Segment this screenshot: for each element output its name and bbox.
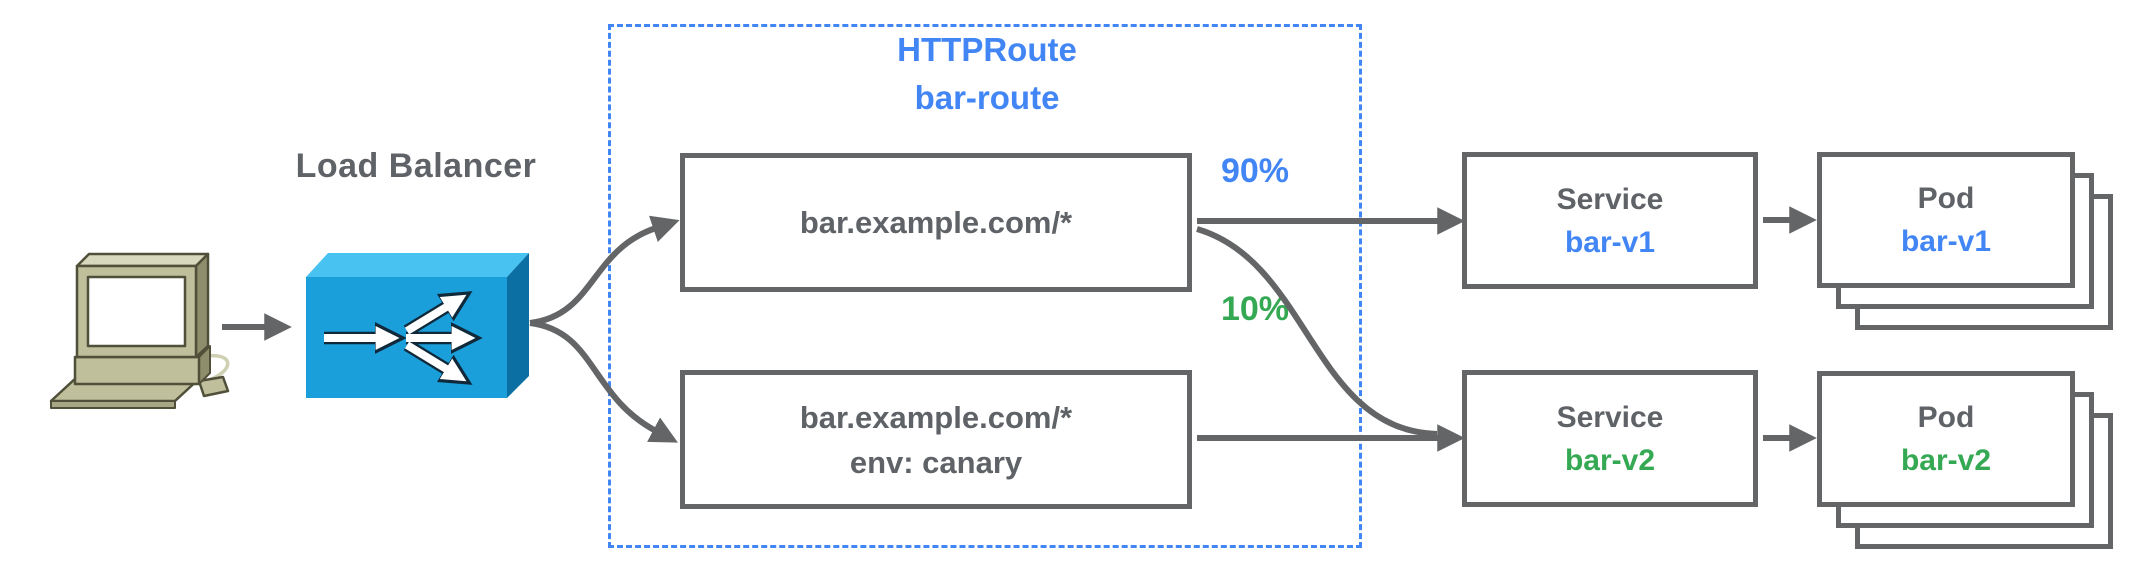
pod-2-name-label: bar-v2 bbox=[1900, 444, 1992, 477]
pod-1-kind-label: Pod bbox=[1917, 182, 1975, 215]
service-box-bar-v1: Service bar-v1 bbox=[1462, 152, 1758, 289]
service-2-name-label: bar-v2 bbox=[1564, 443, 1656, 477]
pod-stack-bar-v2: Pod bar-v2 bbox=[1817, 371, 2113, 549]
pod-1-name-label: bar-v1 bbox=[1900, 225, 1992, 258]
lb-fanout-arrows-icon bbox=[324, 294, 476, 382]
route-rule-1-match: bar.example.com/* bbox=[799, 205, 1073, 240]
desktop-computer-icon bbox=[49, 252, 230, 409]
httproute-kind-label: HTTPRoute bbox=[897, 31, 1077, 68]
httproute-group-title: HTTPRoute bar-route bbox=[790, 26, 1184, 122]
service-box-bar-v2: Service bar-v2 bbox=[1462, 370, 1758, 507]
route-rule-box-2: bar.example.com/* env: canary bbox=[680, 370, 1192, 509]
route-rule-box-1: bar.example.com/* bbox=[680, 153, 1192, 292]
pod-stack-bar-v1: Pod bar-v1 bbox=[1817, 152, 2113, 330]
route-rule-2-match: bar.example.com/* bbox=[799, 399, 1073, 435]
service-1-name-label: bar-v1 bbox=[1564, 225, 1656, 259]
service-2-kind-label: Service bbox=[1556, 400, 1664, 434]
lb-arrow-shadows bbox=[324, 291, 483, 385]
pod-2-kind-label: Pod bbox=[1917, 401, 1975, 434]
pod-box-bar-v1: Pod bar-v1 bbox=[1817, 152, 2075, 288]
service-1-kind-label: Service bbox=[1556, 182, 1664, 216]
weight-label-90: 90% bbox=[1220, 152, 1290, 190]
weight-label-10: 10% bbox=[1220, 290, 1290, 328]
httproute-name-label: bar-route bbox=[914, 79, 1060, 116]
load-balancer-label: Load Balancer bbox=[295, 147, 537, 185]
pod-box-bar-v2: Pod bar-v2 bbox=[1817, 371, 2075, 507]
route-rule-2-header-match: env: canary bbox=[849, 444, 1023, 480]
load-balancer-icon bbox=[306, 253, 529, 398]
